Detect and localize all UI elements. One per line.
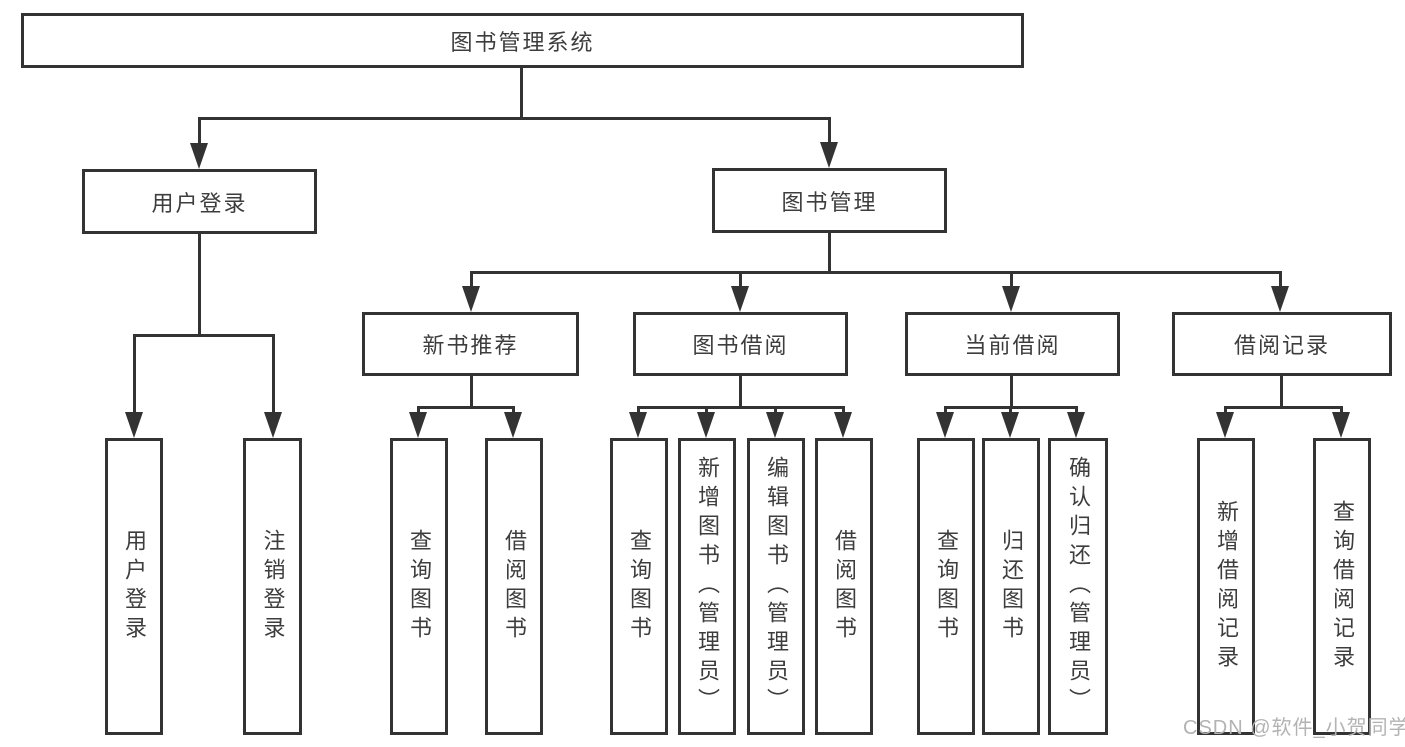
connector-line xyxy=(512,406,515,416)
connector-line xyxy=(470,376,473,408)
leaf-label: 用户登录 xyxy=(122,528,147,645)
node-label: 用户登录 xyxy=(151,190,248,216)
node-label: 当前借阅 xyxy=(964,333,1061,358)
leaf-label: 新增图书（管理员） xyxy=(695,456,720,717)
leaf-return-book: 归还图书 xyxy=(982,438,1040,735)
connector-line xyxy=(774,406,777,416)
leaf-edit-book-admin: 编辑图书（管理员） xyxy=(747,438,805,735)
leaf-label: 新增借阅记录 xyxy=(1214,499,1239,674)
arrowhead-icon xyxy=(766,412,784,438)
connector-line xyxy=(417,406,515,409)
node-current-borrow: 当前借阅 xyxy=(905,312,1120,376)
arrowhead-icon xyxy=(1001,412,1019,438)
leaf-label: 查询图书 xyxy=(934,528,959,645)
connector-line xyxy=(739,271,742,289)
leaf-borrow-book-1: 借阅图书 xyxy=(485,438,543,735)
leaf-confirm-return-admin: 确认归还（管理员） xyxy=(1048,438,1108,735)
connector-line xyxy=(944,406,947,416)
arrowhead-icon xyxy=(125,412,143,438)
leaf-label: 编辑图书（管理员） xyxy=(764,456,789,717)
arrowhead-icon xyxy=(629,412,647,438)
connector-line xyxy=(1279,271,1282,289)
connector-line xyxy=(828,117,831,144)
node-user-login: 用户登录 xyxy=(82,169,317,234)
node-label: 图书管理系统 xyxy=(450,29,595,55)
node-label: 图书管理 xyxy=(781,189,878,215)
connector-line xyxy=(1340,406,1343,416)
arrowhead-icon xyxy=(936,412,954,438)
leaf-label: 借阅图书 xyxy=(502,528,527,645)
leaf-add-borrow-record: 新增借阅记录 xyxy=(1197,438,1255,735)
arrowhead-icon xyxy=(820,142,838,168)
node-borrow-record: 借阅记录 xyxy=(1172,312,1392,376)
connector-line xyxy=(198,117,201,145)
leaf-logout: 注销登录 xyxy=(243,438,302,735)
arrowhead-icon xyxy=(834,412,852,438)
connector-line xyxy=(1075,406,1078,416)
node-book-management: 图书管理 xyxy=(712,168,947,233)
connector-line xyxy=(520,68,523,118)
leaf-label: 确认归还（管理员） xyxy=(1066,456,1091,717)
arrowhead-icon xyxy=(504,412,522,438)
node-label: 新书推荐 xyxy=(422,333,519,358)
connector-line xyxy=(637,406,845,409)
connector-line xyxy=(417,406,420,416)
csdn-watermark: CSDN @软件_小贺同学 xyxy=(1183,717,1405,739)
leaf-query-book-1: 查询图书 xyxy=(390,438,448,735)
arrowhead-icon xyxy=(190,143,208,169)
arrowhead-icon xyxy=(697,412,715,438)
connector-line xyxy=(470,271,473,289)
connector-line xyxy=(198,117,831,120)
leaf-label: 借阅图书 xyxy=(832,528,857,645)
connector-line xyxy=(705,406,708,416)
node-label: 借阅记录 xyxy=(1233,333,1330,358)
leaf-borrow-book-2: 借阅图书 xyxy=(815,438,873,735)
connector-line xyxy=(739,376,742,408)
arrowhead-icon xyxy=(462,286,480,312)
node-new-book-recommend: 新书推荐 xyxy=(362,312,579,376)
leaf-label: 查询借阅记录 xyxy=(1330,499,1355,674)
leaf-user-login: 用户登录 xyxy=(105,438,163,735)
arrowhead-icon xyxy=(1216,412,1234,438)
connector-line xyxy=(198,233,201,337)
leaf-label: 查询图书 xyxy=(407,528,432,645)
arrowhead-icon xyxy=(264,412,282,438)
leaf-add-book-admin: 新增图书（管理员） xyxy=(678,438,736,735)
connector-line xyxy=(1010,271,1013,289)
leaf-label: 归还图书 xyxy=(999,528,1024,645)
connector-line xyxy=(828,232,831,274)
node-book-borrow: 图书借阅 xyxy=(633,312,848,376)
leaf-query-book-3: 查询图书 xyxy=(917,438,975,735)
connector-line xyxy=(133,334,136,414)
arrowhead-icon xyxy=(1002,286,1020,312)
connector-line xyxy=(133,334,275,337)
connector-line xyxy=(1224,406,1227,416)
node-label: 图书借阅 xyxy=(692,333,789,358)
arrowhead-icon xyxy=(1332,412,1350,438)
arrowhead-icon xyxy=(409,412,427,438)
arrowhead-icon xyxy=(731,286,749,312)
leaf-query-book-2: 查询图书 xyxy=(610,438,668,735)
leaf-label: 查询图书 xyxy=(627,528,652,645)
arrowhead-icon xyxy=(1067,412,1085,438)
connector-line xyxy=(1009,406,1012,416)
node-system-root: 图书管理系统 xyxy=(21,13,1024,68)
connector-line xyxy=(842,406,845,416)
connector-line xyxy=(470,271,1282,274)
leaf-query-borrow-record: 查询借阅记录 xyxy=(1313,438,1371,735)
connector-line xyxy=(637,406,640,416)
leaf-label: 注销登录 xyxy=(260,528,286,645)
connector-line xyxy=(1224,406,1343,409)
connector-line xyxy=(1010,376,1013,408)
connector-line xyxy=(1280,376,1283,408)
arrowhead-icon xyxy=(1271,286,1289,312)
connector-line xyxy=(272,334,275,414)
